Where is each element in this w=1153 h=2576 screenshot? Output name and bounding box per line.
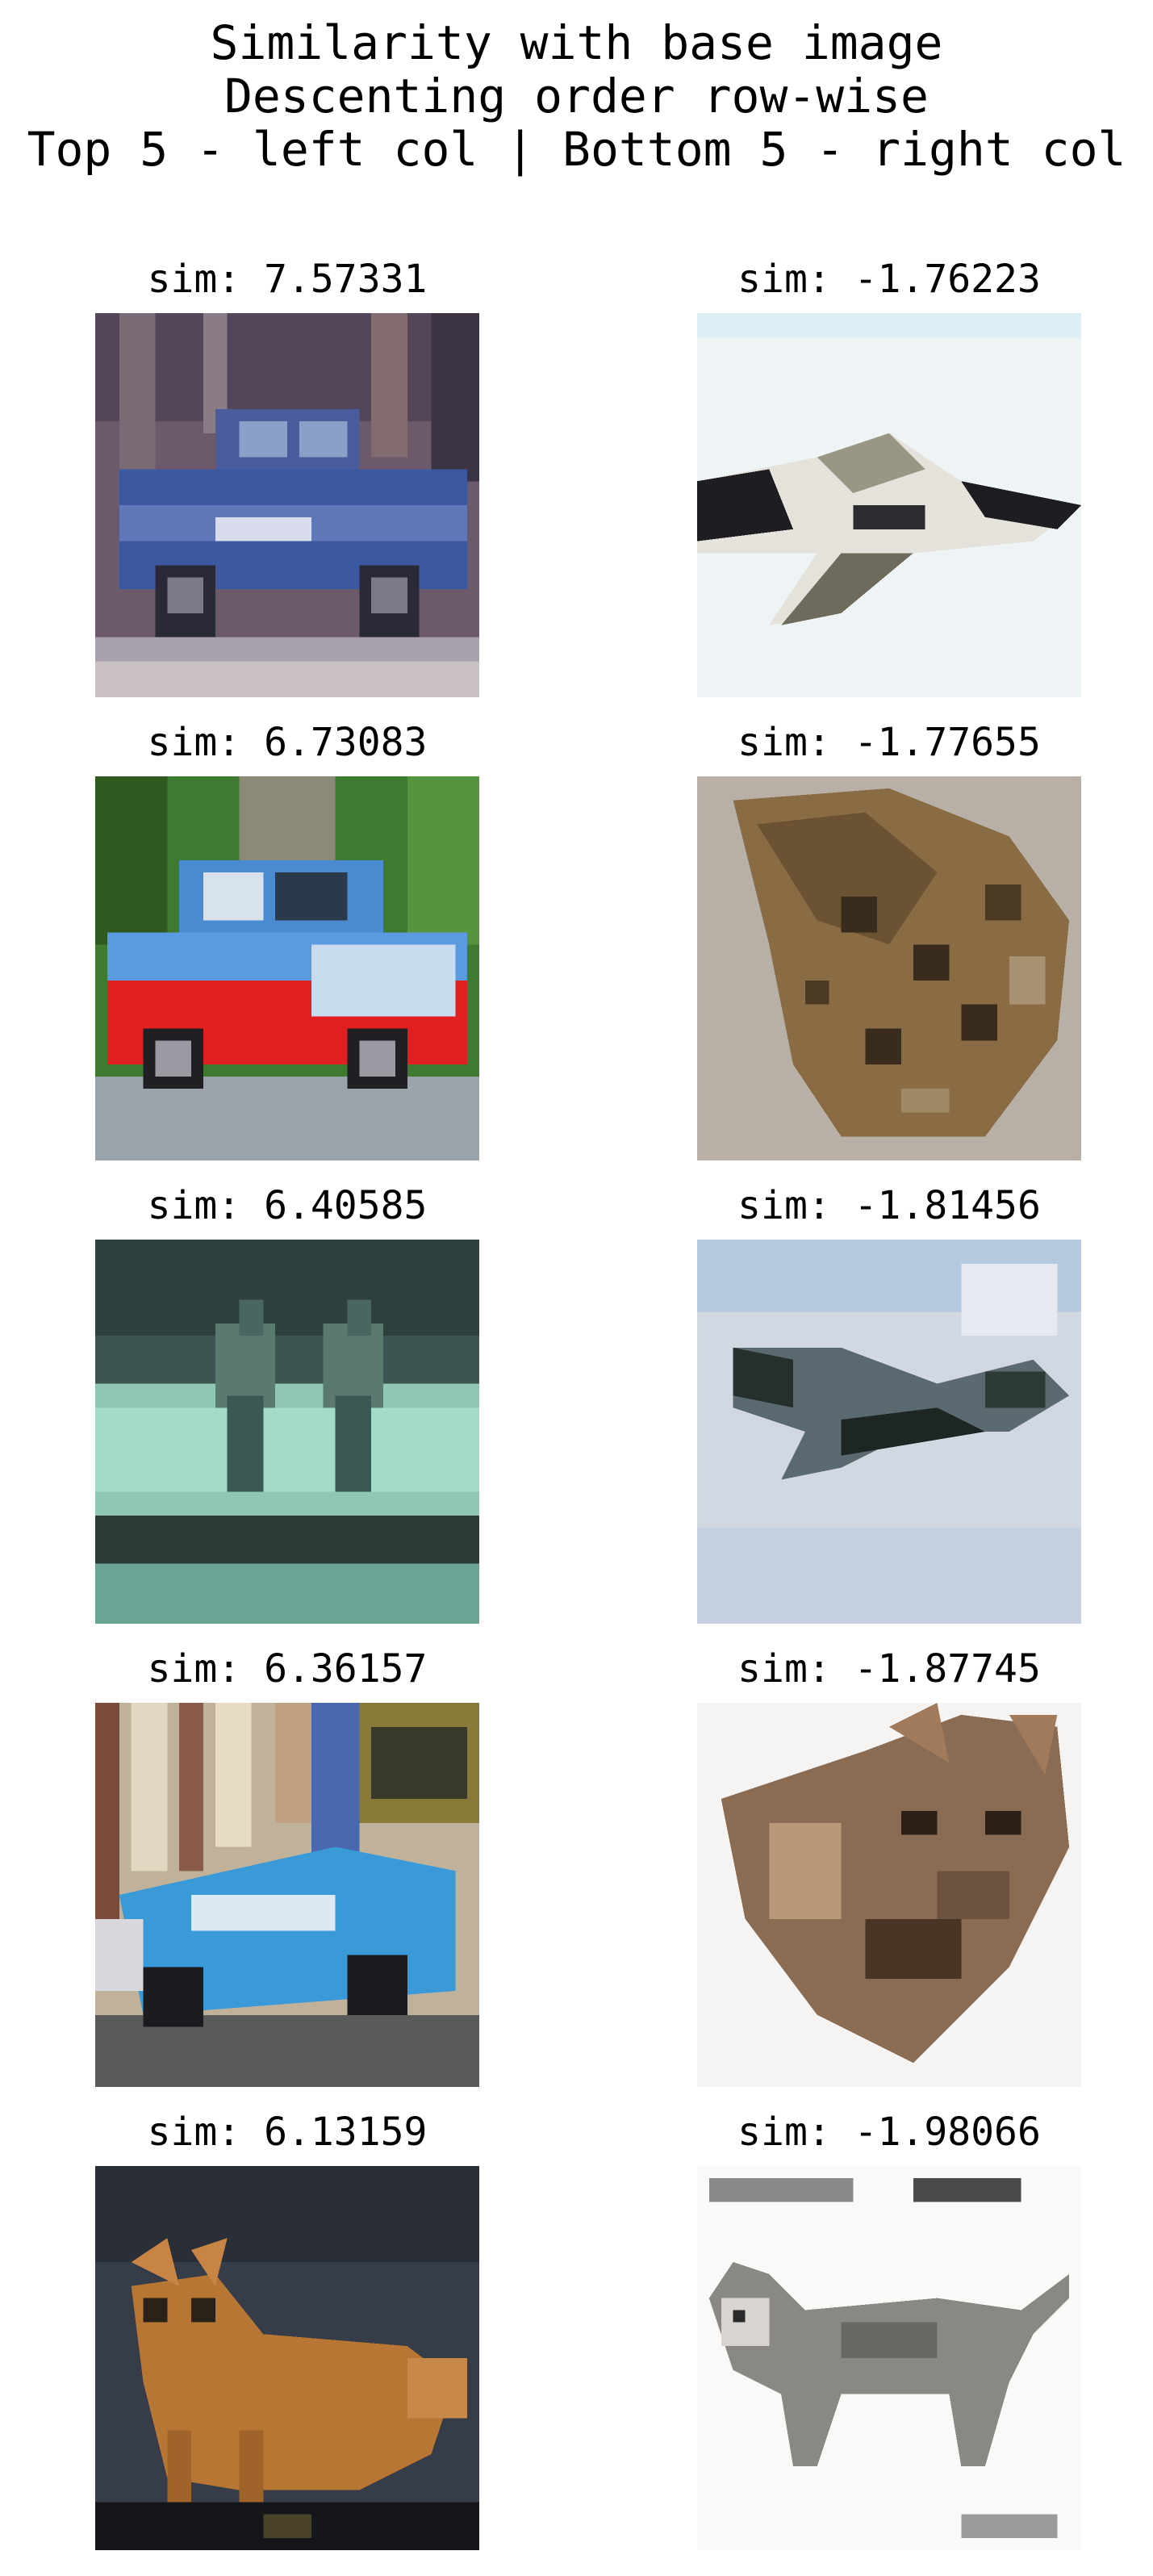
top-image-4 (95, 1703, 479, 2087)
top-sim-label-2: sim: 6.73083 (147, 720, 428, 765)
bottom-image-1 (697, 313, 1081, 697)
bottom-image-4 (697, 1703, 1081, 2087)
title-line-2: Descenting order row-wise (224, 69, 929, 123)
top-sim-label-4: sim: 6.36157 (147, 1646, 428, 1692)
top-sim-label-3: sim: 6.40585 (147, 1183, 428, 1228)
top-image-5 (95, 2166, 479, 2550)
top-image-1 (95, 313, 479, 697)
bottom-image-2 (697, 776, 1081, 1160)
top-image-2 (95, 776, 479, 1160)
bottom-sim-label-5: sim: -1.98066 (737, 2110, 1041, 2155)
bottom-sim-label-2: sim: -1.77655 (737, 720, 1041, 765)
title-line-1: Similarity with base image (210, 15, 943, 70)
bottom-sim-label-1: sim: -1.76223 (737, 257, 1041, 302)
top-image-3 (95, 1240, 479, 1624)
figure-title: Similarity with base image Descenting or… (0, 16, 1153, 176)
bottom-image-3 (697, 1240, 1081, 1624)
bottom-sim-label-3: sim: -1.81456 (737, 1183, 1041, 1228)
title-line-3: Top 5 - left col | Bottom 5 - right col (27, 122, 1126, 177)
top-sim-label-1: sim: 7.57331 (147, 257, 428, 302)
top-sim-label-5: sim: 6.13159 (147, 2110, 428, 2155)
bottom-image-5 (697, 2166, 1081, 2550)
bottom-sim-label-4: sim: -1.87745 (737, 1646, 1041, 1692)
